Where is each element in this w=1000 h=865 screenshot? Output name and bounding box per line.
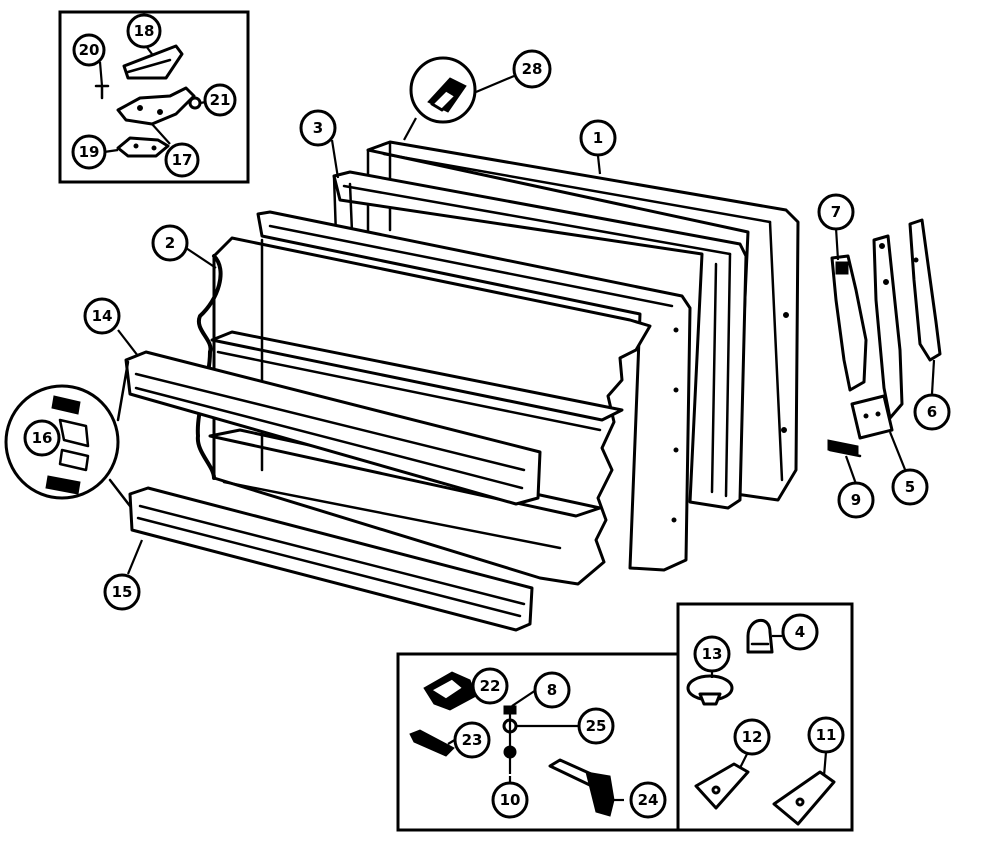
svg-text:7: 7 bbox=[831, 203, 841, 221]
callout-19: 19 bbox=[71, 134, 107, 170]
svg-text:4: 4 bbox=[795, 623, 805, 641]
svg-text:22: 22 bbox=[480, 677, 501, 695]
callout-23: 23 bbox=[453, 721, 491, 759]
svg-text:11: 11 bbox=[816, 726, 837, 744]
callout-1: 1 bbox=[579, 119, 617, 157]
callout-6: 6 bbox=[913, 393, 951, 431]
part-19-shim bbox=[116, 136, 170, 158]
part-18-hinge-cover bbox=[122, 44, 184, 80]
svg-text:24: 24 bbox=[638, 791, 659, 809]
part-15-bottom-rail bbox=[128, 486, 534, 632]
svg-text:12: 12 bbox=[742, 728, 763, 746]
part-16-shelf-clip-detail bbox=[4, 360, 132, 508]
part-28-cap bbox=[403, 56, 477, 141]
svg-text:9: 9 bbox=[851, 491, 861, 509]
callout-21: 21 bbox=[203, 83, 237, 117]
svg-text:5: 5 bbox=[905, 478, 915, 496]
callout-17: 17 bbox=[164, 142, 200, 178]
part-8-screw bbox=[503, 705, 517, 715]
callout-11: 11 bbox=[807, 716, 845, 754]
svg-text:21: 21 bbox=[210, 91, 231, 109]
callout-5: 5 bbox=[891, 468, 929, 506]
callout-14: 14 bbox=[83, 297, 121, 335]
part-11-cover bbox=[772, 770, 836, 826]
part-5-hinge-bracket bbox=[850, 234, 904, 440]
callout-12: 12 bbox=[733, 718, 771, 756]
part-24-latch bbox=[548, 758, 615, 817]
callout-9: 9 bbox=[837, 481, 875, 519]
part-9-hinge-shim bbox=[827, 439, 862, 458]
callouts: 1 2 3 4 5 6 7 8 9 10 11 12 13 14 15 16 1… bbox=[23, 13, 951, 819]
svg-text:14: 14 bbox=[92, 307, 113, 325]
callout-24: 24 bbox=[629, 781, 667, 819]
svg-text:13: 13 bbox=[702, 645, 723, 663]
svg-text:10: 10 bbox=[500, 791, 521, 809]
svg-text:25: 25 bbox=[586, 717, 607, 735]
part-4-plug bbox=[746, 619, 774, 654]
callout-15: 15 bbox=[103, 573, 141, 611]
callout-18: 18 bbox=[126, 13, 162, 49]
inset-handle-fasteners bbox=[396, 652, 680, 832]
part-7-handle bbox=[830, 254, 868, 392]
callout-3: 3 bbox=[299, 109, 337, 147]
svg-text:8: 8 bbox=[547, 681, 557, 699]
svg-text:15: 15 bbox=[112, 583, 133, 601]
svg-text:20: 20 bbox=[79, 41, 100, 59]
svg-text:3: 3 bbox=[313, 119, 323, 137]
inset-plugs-covers bbox=[676, 602, 854, 832]
svg-text:16: 16 bbox=[32, 429, 53, 447]
callout-8: 8 bbox=[533, 671, 571, 709]
callout-7: 7 bbox=[817, 193, 855, 231]
part-23-spacer bbox=[409, 729, 455, 757]
callout-10: 10 bbox=[491, 781, 529, 819]
callout-20: 20 bbox=[72, 33, 106, 67]
svg-text:19: 19 bbox=[79, 143, 100, 161]
part-20-screw bbox=[94, 84, 110, 100]
svg-text:2: 2 bbox=[165, 234, 175, 252]
svg-text:17: 17 bbox=[172, 151, 193, 169]
part-17-hinge-plate bbox=[116, 86, 196, 126]
part-13-button bbox=[686, 674, 734, 706]
callout-16: 16 bbox=[23, 419, 61, 457]
part-14-shelf-rail bbox=[124, 350, 542, 506]
callout-25: 25 bbox=[577, 707, 615, 745]
part-6-handle-trim bbox=[908, 218, 942, 362]
callout-22: 22 bbox=[471, 667, 509, 705]
part-12-cover bbox=[694, 762, 750, 810]
callout-2: 2 bbox=[151, 224, 189, 262]
svg-text:18: 18 bbox=[134, 22, 155, 40]
part-2-door-liner bbox=[195, 210, 692, 586]
svg-text:1: 1 bbox=[593, 129, 603, 147]
callout-28: 28 bbox=[512, 49, 552, 89]
callout-4: 4 bbox=[781, 613, 819, 651]
svg-text:28: 28 bbox=[522, 60, 543, 78]
svg-text:23: 23 bbox=[462, 731, 483, 749]
callout-13: 13 bbox=[693, 635, 731, 673]
part-21-washer bbox=[188, 96, 202, 110]
svg-text:6: 6 bbox=[927, 403, 937, 421]
